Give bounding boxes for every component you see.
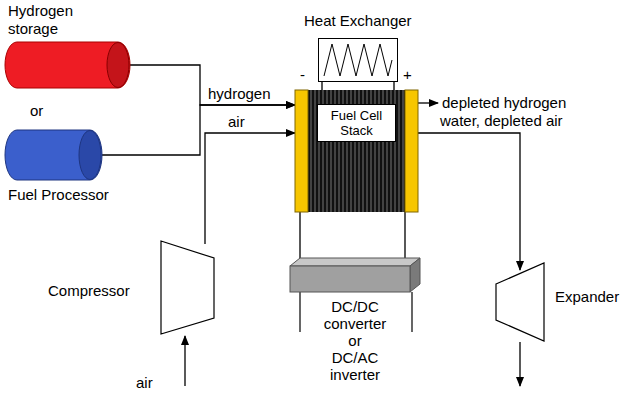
node-heading: Heat Exchanger (304, 12, 412, 30)
flow-connector (102, 105, 295, 155)
output-wire (299, 292, 300, 332)
flow-label: depleted hydrogen (442, 94, 566, 112)
or-note: or (30, 102, 43, 120)
edge-label: air (228, 113, 245, 131)
heat-exchanger-box: Heat Exchanger (318, 38, 398, 82)
node-shape (290, 258, 420, 292)
intake-arrow (184, 336, 185, 386)
node-heading: DC/DC converter or DC/AC inverter (315, 298, 395, 383)
stack-label: Fuel Cell Stack (317, 104, 396, 142)
converter-box: DC/DC converter or DC/AC inverter (290, 258, 420, 292)
flow-connector (130, 65, 295, 105)
node-shape (318, 38, 398, 82)
node-heading: Hydrogen storage (8, 2, 98, 38)
flow-label: air (136, 374, 153, 392)
processor-cylinder: Fuel Processor (5, 130, 102, 180)
flow-connector (205, 133, 295, 244)
flow-connector (418, 133, 520, 270)
output-wire (411, 292, 412, 332)
exhaust-arrow (519, 342, 520, 386)
terminal-sign: + (403, 66, 412, 84)
storage-cylinder: Hydrogen storage (5, 42, 130, 88)
edge-label: hydrogen (208, 85, 271, 103)
edge-label: water, depleted air (440, 112, 563, 130)
node-shape (160, 240, 215, 335)
node-heading: Fuel Processor (8, 186, 109, 204)
node-shape (5, 130, 102, 180)
node-shape (5, 42, 130, 88)
expander-symbol: Expander (495, 262, 545, 342)
flow-connector (322, 82, 394, 90)
node-heading: Expander (555, 288, 619, 306)
terminal-sign: - (300, 66, 305, 84)
node-shape (495, 262, 545, 342)
node-heading: Compressor (48, 282, 130, 300)
outlet-arrow (418, 102, 438, 103)
fuel-cell-stack: Fuel Cell Stack (295, 90, 418, 212)
compressor-symbol: Compressor (160, 240, 215, 335)
